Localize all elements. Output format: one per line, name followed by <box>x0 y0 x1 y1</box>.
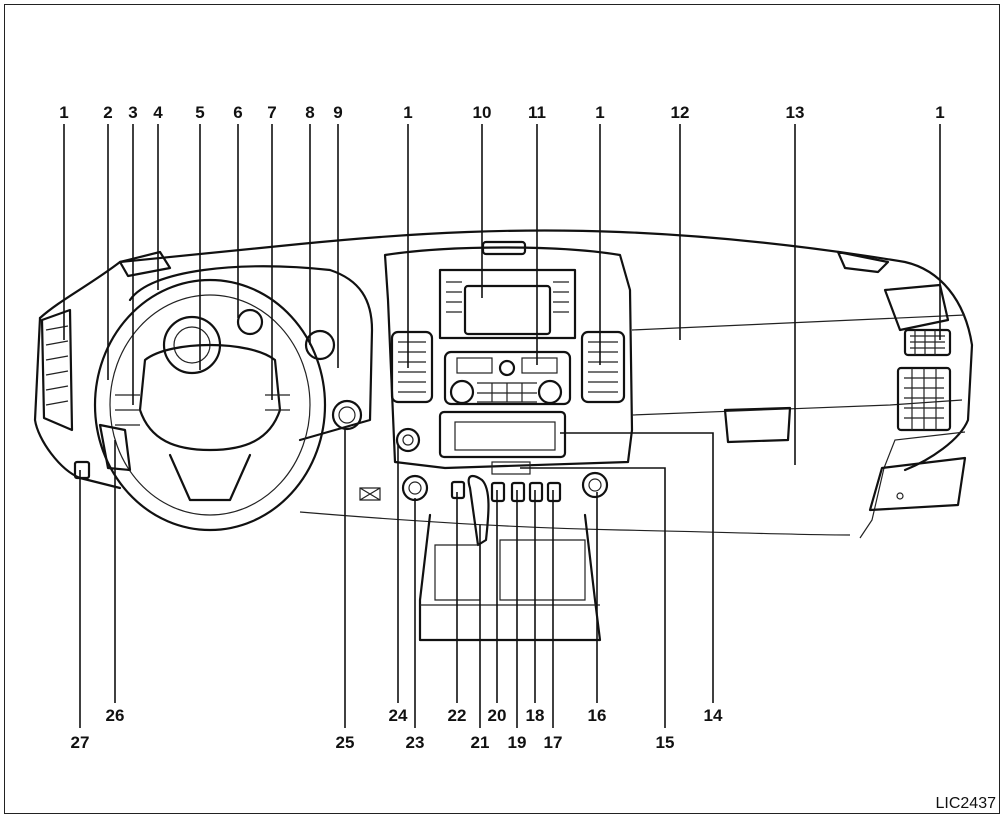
figure-code: LIC2437 <box>936 795 997 812</box>
callout-label: 1 <box>59 103 68 122</box>
callout-label: 10 <box>473 103 492 122</box>
callout-label: 22 <box>448 706 467 725</box>
callout-label: 12 <box>671 103 690 122</box>
callout-label: 20 <box>488 706 507 725</box>
callout-label: 4 <box>153 103 163 122</box>
callout-label: 24 <box>389 706 408 725</box>
callout-label: 21 <box>471 733 490 752</box>
leader-lines <box>63 124 941 728</box>
callout-label: 17 <box>544 733 563 752</box>
callout-label: 6 <box>233 103 242 122</box>
callout-label: 27 <box>71 733 90 752</box>
callout-label: 1 <box>403 103 412 122</box>
callout-label: 3 <box>128 103 137 122</box>
callout-label: 7 <box>267 103 276 122</box>
callout-label: 26 <box>106 706 125 725</box>
figure-frame <box>4 4 1000 814</box>
callout-label: 1 <box>935 103 944 122</box>
callout-label: 19 <box>508 733 527 752</box>
callout-label: 2 <box>103 103 112 122</box>
callout-label: 13 <box>786 103 805 122</box>
callout-label: 23 <box>406 733 425 752</box>
callout-label: 15 <box>656 733 675 752</box>
callout-label: 18 <box>526 706 545 725</box>
callout-label: 16 <box>588 706 607 725</box>
callout-labels: 1 2 3 4 5 6 7 8 9 1 10 11 1 12 13 1 27 2… <box>59 103 944 752</box>
callout-label: 11 <box>528 103 546 122</box>
callout-label: 5 <box>195 103 204 122</box>
callout-label: 9 <box>333 103 342 122</box>
dashboard-illustration <box>33 229 974 642</box>
callout-label: 8 <box>305 103 314 122</box>
callout-label: 25 <box>336 733 355 752</box>
callout-label: 14 <box>704 706 723 725</box>
callout-label: 1 <box>595 103 604 122</box>
